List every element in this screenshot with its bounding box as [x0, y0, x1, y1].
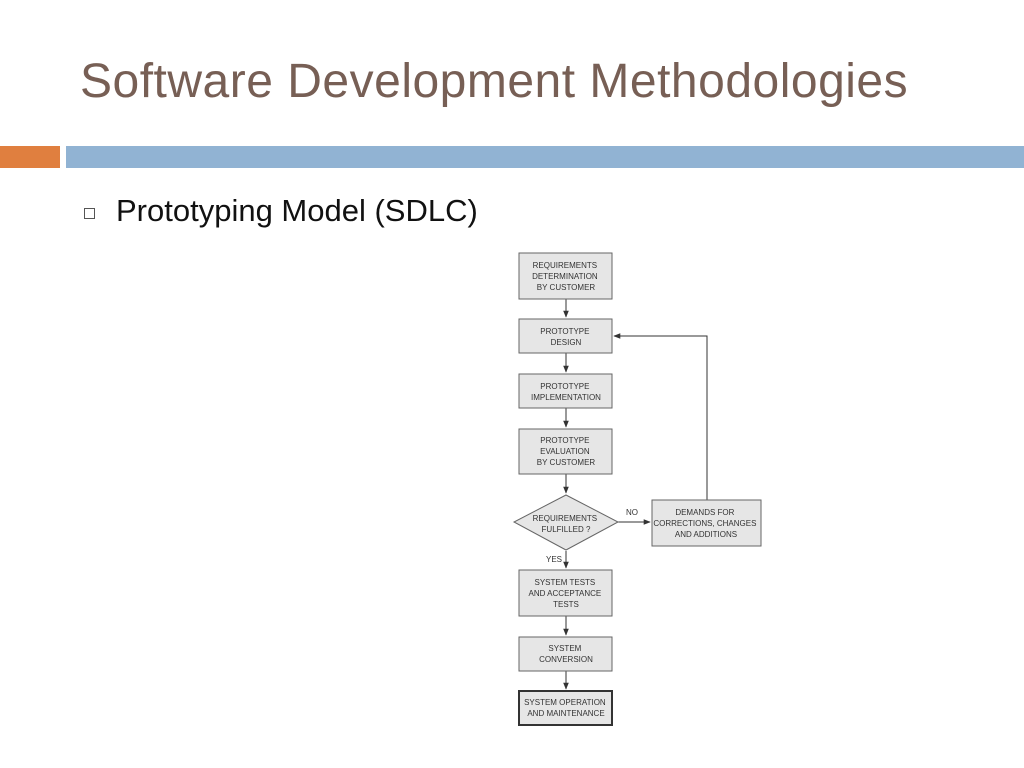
decision-label: REQUIREMENTS FULFILLED ? — [533, 514, 600, 534]
accent-bar-orange — [0, 146, 60, 168]
accent-bar-blue — [66, 146, 1024, 168]
requirements-fulfilled-decision — [512, 494, 620, 551]
flow-connectors — [563, 299, 708, 690]
prototype-evaluation-label: PROTOTYPE EVALUATION BY CUSTOMER — [537, 436, 596, 467]
prototype-implementation-box — [518, 373, 613, 409]
bullet-text: Prototyping Model (SDLC) — [116, 193, 478, 228]
system-tests-box — [518, 569, 613, 617]
prototype-design-box — [518, 318, 613, 354]
no-label: NO — [626, 508, 638, 517]
requirements-determination-label: REQUIREMENTS DETERMINATION BY CUSTOMER — [532, 261, 600, 292]
yes-label: YES — [546, 555, 562, 564]
prototype-implementation-label: PROTOTYPE IMPLEMENTATION — [531, 382, 601, 402]
system-tests-label: SYSTEM TESTS AND ACCEPTANCE TESTS — [529, 578, 604, 609]
bullet-square-icon — [84, 208, 95, 219]
prototype-design-label: PROTOTYPE DESIGN — [540, 327, 591, 347]
system-conversion-label: SYSTEM CONVERSION — [539, 644, 593, 664]
demands-box — [651, 499, 762, 547]
system-operation-box — [518, 690, 613, 726]
requirements-determination-box — [518, 252, 613, 300]
system-conversion-box — [518, 636, 613, 672]
system-operation-label: SYSTEM OPERATION AND MAINTENANCE — [524, 698, 608, 718]
prototype-evaluation-box — [518, 428, 613, 475]
demands-label: DEMANDS FOR CORRECTIONS, CHANGES AND ADD… — [653, 508, 758, 539]
slide-title: Software Development Methodologies — [80, 55, 909, 108]
